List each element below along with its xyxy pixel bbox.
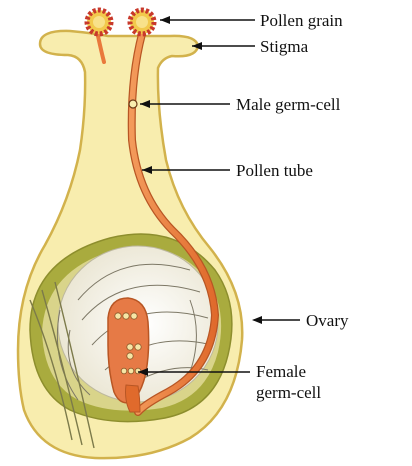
label-pollen-tube: Pollen tube: [236, 161, 313, 180]
arrowhead-pollen-grain: [160, 16, 170, 24]
pollen-grain-left: [87, 10, 111, 34]
male-germ-cell-marker: [129, 100, 137, 108]
arrowhead-ovary: [252, 316, 262, 324]
label-male-germ-cell: Male germ-cell: [236, 95, 341, 114]
pollen-grain-right: [130, 10, 154, 34]
label-pollen-grain: Pollen grain: [260, 11, 343, 30]
label-female-germ-cell-line1: Female: [256, 362, 306, 381]
label-female-germ-cell-line2: germ-cell: [256, 383, 321, 402]
label-ovary: Ovary: [306, 311, 349, 330]
label-stigma: Stigma: [260, 37, 309, 56]
